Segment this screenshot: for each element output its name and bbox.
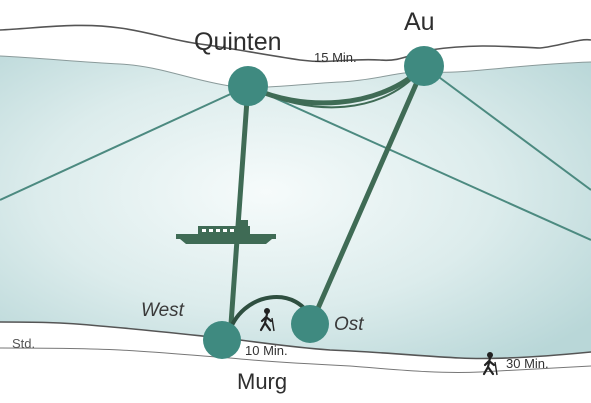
walker-icon: [482, 352, 498, 376]
walker-icon: [259, 308, 275, 332]
side-label-ost: Ost: [334, 314, 364, 335]
station-murg-west[interactable]: [203, 321, 241, 359]
ship-icon: [176, 220, 276, 244]
distant-routes: [0, 65, 591, 241]
station-quinten[interactable]: [228, 66, 268, 106]
place-label-quinten: Quinten: [194, 28, 282, 56]
place-label-au: Au: [404, 8, 435, 36]
ferry-routes: [227, 63, 427, 341]
north-shore-line: [0, 24, 591, 63]
station-au[interactable]: [404, 46, 444, 86]
edge-text: Std.: [12, 336, 36, 351]
side-label-west: West: [141, 300, 184, 321]
duration-quinten: 15 Min.: [314, 50, 357, 65]
duration-murg: 10 Min.: [245, 343, 288, 358]
station-murg-ost[interactable]: [291, 305, 329, 343]
south-shore-line: [0, 321, 591, 360]
north-shore-edge: [0, 55, 591, 88]
duration-hike: 30 Min.: [506, 356, 549, 371]
place-label-murg: Murg: [237, 369, 288, 394]
